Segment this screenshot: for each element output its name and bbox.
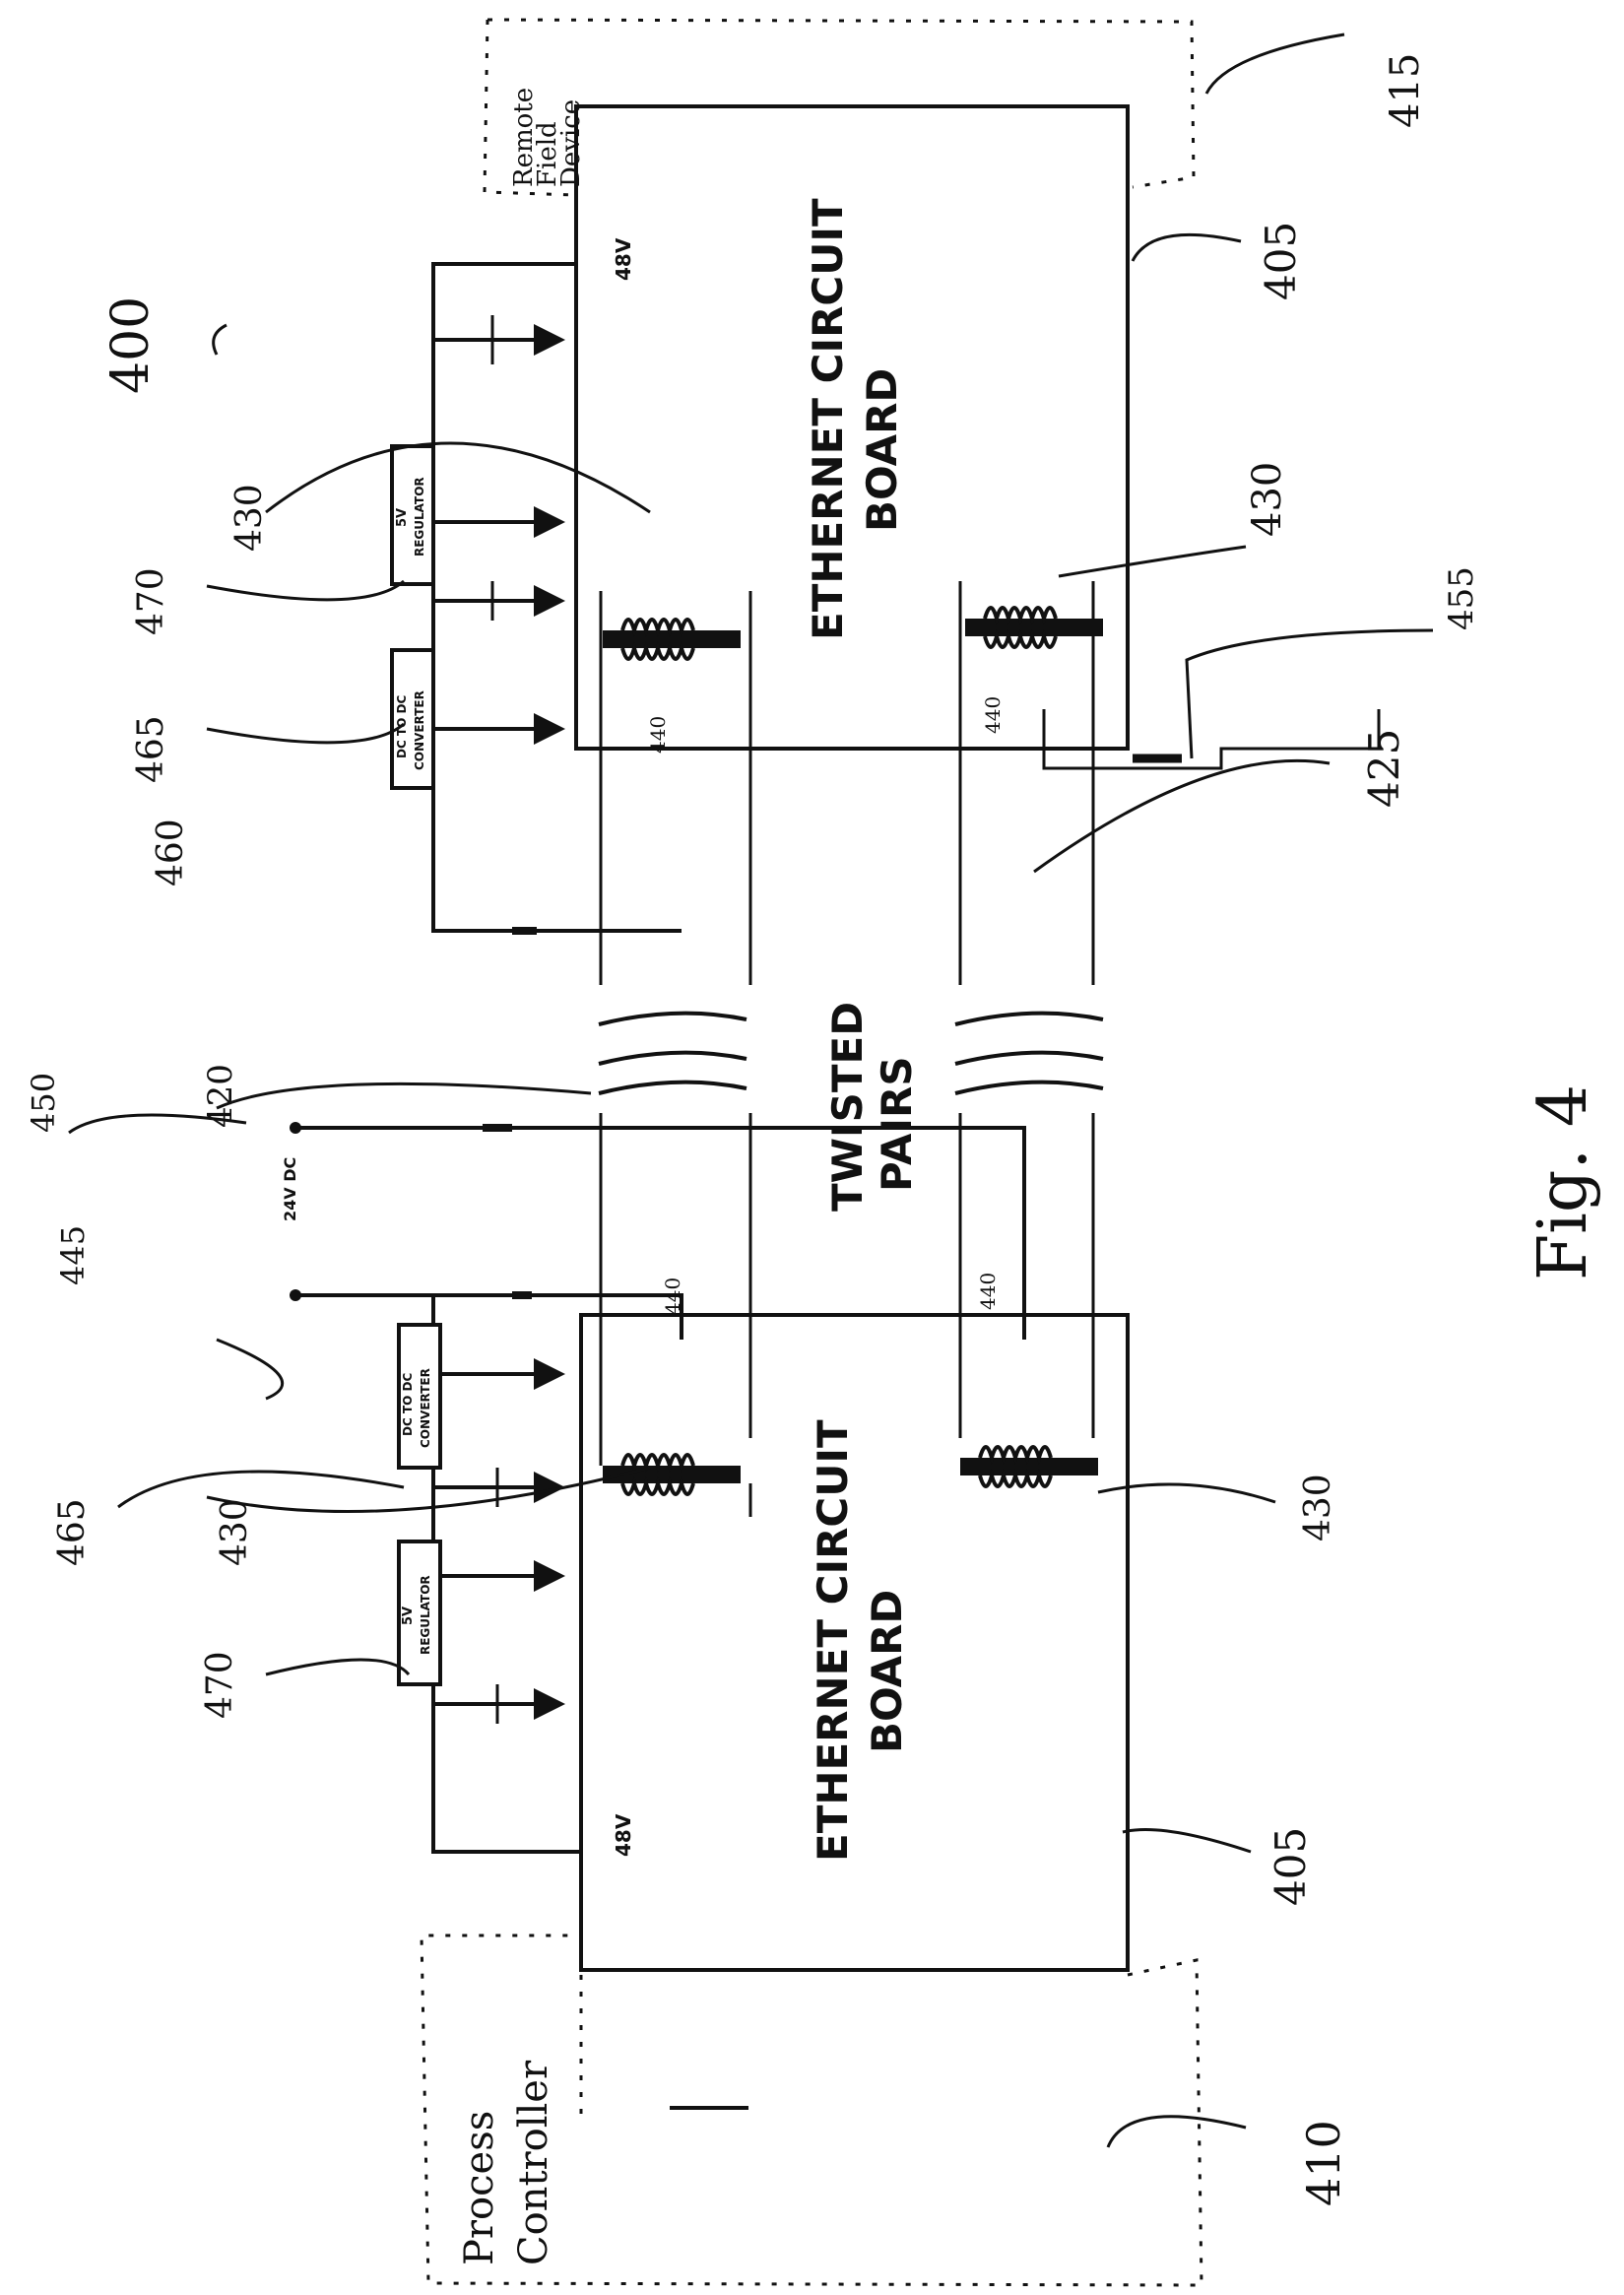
bottom-transformer-upper [601,1438,750,1517]
svg-text:5V: 5V [395,508,410,527]
ref-440-a: 440 [646,716,670,754]
ref-405-bottom: 405 [1267,1827,1315,1906]
process-controller-label: Process Controller [457,2060,556,2265]
ref-430-top-right: 430 [1245,462,1290,537]
svg-text:CONVERTER: CONVERTER [419,1368,432,1448]
ref-420: 420 [201,1064,240,1128]
svg-text:DC TO DC: DC TO DC [401,1373,415,1436]
top-board-label: ETHERNET CIRCUIT BOARD [804,198,906,640]
ref-430-bottom-right: 430 [1298,1474,1338,1541]
ref-450: 450 [25,1073,62,1133]
ref-430-bottom-left: 430 [215,1498,255,1566]
svg-text:Controller: Controller [511,2060,556,2265]
top-board-voltage: 48V [612,237,635,281]
leader-lines [69,34,1433,2147]
ref-465-top: 465 [131,715,171,783]
twisted-pairs-label: TWISTED PAIRS [823,1002,921,1212]
svg-text:REGULATOR: REGULATOR [419,1575,432,1655]
ref-465-bottom: 465 [52,1498,93,1566]
bottom-board-label: ETHERNET CIRCUIT BOARD [809,1419,911,1862]
ref-440-b: 440 [981,696,1005,734]
ref-415: 415 [1383,53,1428,128]
svg-text:BOARD: BOARD [863,1590,911,1753]
svg-text:Device: Device [556,99,586,187]
top-power-distribution [394,264,682,931]
ref-430-top-left: 430 [229,484,270,552]
ref-440-d: 440 [976,1273,1000,1310]
top-transformer-upper [601,591,750,659]
ref-425: 425 [1360,729,1408,808]
supply-label: 24V DC [281,1157,299,1221]
svg-text:PAIRS: PAIRS [873,1056,921,1192]
svg-text:5V: 5V [401,1606,416,1625]
supply-terminal-negative [290,1122,301,1134]
ref-405-top: 405 [1257,222,1305,300]
svg-text:BOARD: BOARD [858,368,906,532]
ref-410: 410 [1297,2120,1350,2206]
svg-text:CONVERTER: CONVERTER [413,690,426,770]
ref-470-top: 470 [131,567,171,635]
bottom-board-voltage: 48V [612,1813,635,1857]
bottom-transformer-lower [960,1447,1098,1486]
svg-text:ETHERNET CIRCUIT: ETHERNET CIRCUIT [804,198,852,640]
svg-text:TWISTED: TWISTED [823,1002,872,1212]
svg-text:Process: Process [457,2111,502,2265]
ref-460: 460 [151,819,191,886]
ref-445: 445 [54,1225,92,1285]
supply-terminal-positive [290,1289,301,1301]
top-transformer-lower [965,608,1103,647]
ref-400: 400 [101,296,161,394]
svg-text:ETHERNET CIRCUIT: ETHERNET CIRCUIT [809,1419,857,1862]
svg-text:REGULATOR: REGULATOR [413,477,426,557]
figure-caption: Fig. 4 [1525,1084,1602,1280]
ref-455: 455 [1442,566,1481,630]
ref-440-c: 440 [661,1278,684,1315]
ref-470-bottom: 470 [200,1651,240,1719]
